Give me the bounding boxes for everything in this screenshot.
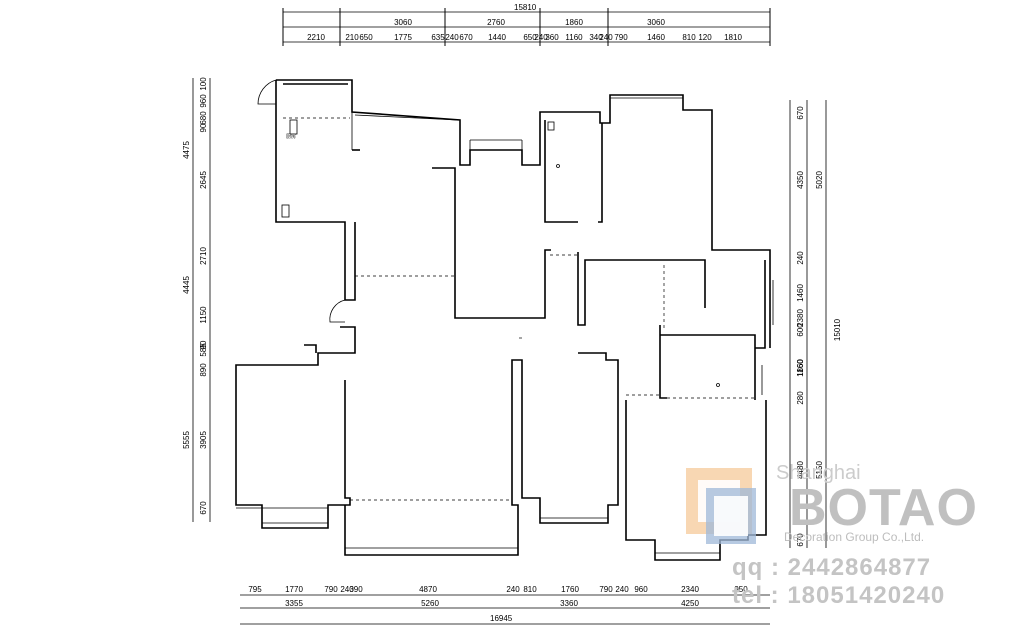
top-dimension: 1810 — [724, 33, 742, 42]
bottom-dimension: 960 — [634, 585, 648, 594]
left-dimension: 680 — [199, 111, 208, 125]
left-dimension: 670 — [199, 501, 208, 515]
bottom-total-dimension: 16945 — [490, 614, 513, 623]
top-total-dimension: 15810 — [514, 3, 537, 12]
bottom-dimension: 810 — [523, 585, 537, 594]
bottom-dimension: 240 — [506, 585, 520, 594]
right-dimension: 280 — [796, 391, 805, 405]
top-dimension: 635 — [431, 33, 445, 42]
left-dimension: 960 — [199, 94, 208, 108]
right-dimension: 2380 — [796, 309, 805, 327]
top-dimension: 3060 — [394, 18, 412, 27]
bottom-dimension: 3355 — [285, 599, 303, 608]
right-dimension: 4350 — [796, 171, 805, 189]
right-dimension: 600 — [796, 323, 805, 337]
left-dimension: 100 — [199, 77, 208, 91]
left-dimension: 1150 — [199, 306, 208, 324]
left-dimension: 5555 — [182, 431, 191, 449]
right-dimension-chain: 670435024014602380600116018602804480670 … — [789, 100, 842, 548]
left-dimension: 585 — [199, 343, 208, 357]
interior-details — [236, 97, 774, 554]
bottom-dimension: 790 — [599, 585, 613, 594]
top-dimension: 1460 — [647, 33, 665, 42]
company-watermark: Shanghai BOTAO Decoration Group Co.,Ltd.… — [684, 462, 977, 612]
right-dimension: 5020 — [815, 171, 824, 189]
bottom-dimension: 2340 — [681, 585, 699, 594]
top-dimension: 240 — [599, 33, 613, 42]
left-dimension: 4445 — [182, 276, 191, 294]
company-logo-icon — [686, 468, 756, 544]
left-dimension: 890 — [199, 363, 208, 377]
bottom-dimension: 240 — [615, 585, 629, 594]
left-dimension: 90 — [199, 123, 208, 132]
top-dimension: 790 — [614, 33, 628, 42]
watermark-city: Shanghai — [776, 462, 861, 484]
watermark-brand: BOTAO — [789, 479, 978, 537]
dashed-openings — [283, 117, 755, 501]
top-dimension: 1775 — [394, 33, 412, 42]
top-dimension: 210 — [345, 33, 359, 42]
watermark-tel: tel : 18051420240 — [732, 582, 946, 609]
left-dimension: 90 — [199, 340, 208, 349]
watermark-subtitle: Decoration Group Co.,Ltd. — [784, 530, 925, 544]
right-dimension: 240 — [796, 251, 805, 265]
bottom-dimension: 790 — [324, 585, 338, 594]
bottom-dimension: 5260 — [421, 599, 439, 608]
top-dimension: 240 — [445, 33, 459, 42]
top-dimension: 340 — [589, 33, 603, 42]
bottom-dimension: 1770 — [285, 585, 303, 594]
exterior-walls — [235, 79, 771, 561]
right-dimension: 1860 — [796, 359, 805, 377]
top-dimension: 360 — [545, 33, 559, 42]
left-dimension: 4475 — [182, 141, 191, 159]
top-dimension: 240 — [534, 33, 548, 42]
top-dimension: 1860 — [565, 18, 583, 27]
right-dimension: 1160 — [796, 359, 805, 377]
doors — [257, 79, 346, 323]
bottom-dimension: 390 — [349, 585, 363, 594]
room-tag: 厨房 — [286, 133, 296, 140]
top-dimension: 2760 — [487, 18, 505, 27]
top-dimension: 1440 — [488, 33, 506, 42]
bottom-dimension: 950 — [734, 585, 748, 594]
left-dimension: 2710 — [199, 247, 208, 265]
kitchen-tag: 厨房 — [286, 133, 296, 140]
watermark-qq: qq : 2442864877 — [732, 554, 932, 581]
bottom-dimension: 3360 — [560, 599, 578, 608]
bottom-dimension: 1760 — [561, 585, 579, 594]
right-dimension: 1460 — [796, 284, 805, 302]
right-dimension: 15010 — [833, 318, 842, 341]
right-dimension: 670 — [796, 533, 805, 547]
top-dimension: 3060 — [647, 18, 665, 27]
bottom-dimension: 795 — [248, 585, 262, 594]
right-dimension: 5150 — [815, 461, 824, 479]
top-dimension: 650 — [523, 33, 537, 42]
right-dimension: 4480 — [796, 461, 805, 479]
bottom-dimension: 4870 — [419, 585, 437, 594]
right-dimension: 670 — [796, 106, 805, 120]
top-dimension: 2210 — [307, 33, 325, 42]
top-dimension: 120 — [698, 33, 712, 42]
left-dimension: 2645 — [199, 171, 208, 189]
top-dimension: 650 — [359, 33, 373, 42]
bottom-dimension: 240 — [340, 585, 354, 594]
top-dimension: 1160 — [565, 33, 583, 42]
top-dimension: 670 — [459, 33, 473, 42]
bottom-dimension: 4250 — [681, 599, 699, 608]
top-dimension: 810 — [682, 33, 696, 42]
left-dimension: 3905 — [199, 431, 208, 449]
